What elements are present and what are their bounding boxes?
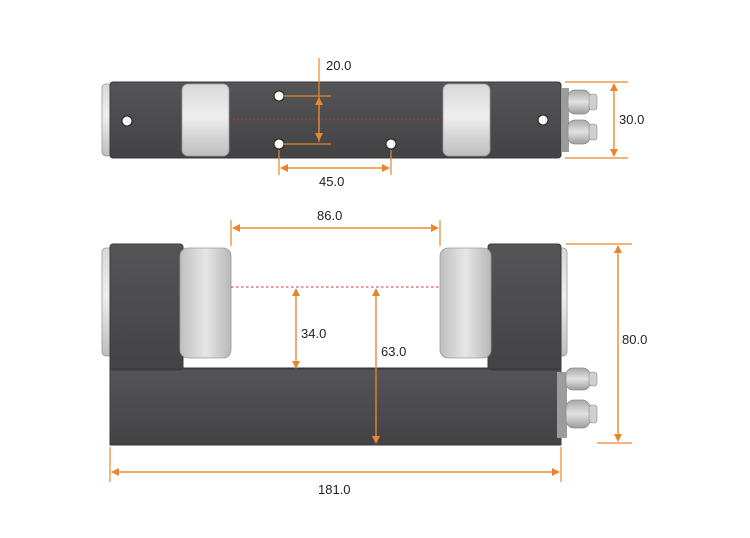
- top-mounting-hole: [121, 115, 133, 127]
- dim-front-overall-length: [109, 447, 562, 482]
- dim-front-overall-height: [566, 243, 632, 444]
- top-left-sensor-window: [181, 83, 230, 157]
- front-right-sensor-window: [439, 247, 492, 359]
- front-left-sensor-window: [179, 247, 232, 359]
- dim-label-top-vertical: 20.0: [326, 58, 351, 73]
- top-body: [109, 81, 562, 159]
- top-right-sensor-window: [442, 83, 491, 157]
- dim-label-front-gap: 86.0: [317, 208, 342, 223]
- dim-label-top-horizontal: 45.0: [319, 174, 344, 189]
- top-mounting-hole: [385, 138, 397, 150]
- dim-top-hole-spacing-horizontal: [278, 150, 392, 175]
- front-pneumatic-fittings: [557, 367, 598, 438]
- top-view: 20.0 30.0 45.0: [101, 58, 644, 189]
- top-mounting-hole: [273, 90, 285, 102]
- dim-label-front-63: 63.0: [381, 344, 406, 359]
- front-base-beam: [109, 367, 562, 446]
- top-mounting-hole: [537, 114, 549, 126]
- dim-label-front-34: 34.0: [301, 326, 326, 341]
- front-right-upright: [487, 243, 562, 371]
- front-left-upright: [109, 243, 184, 371]
- dim-label-front-overall-height: 80.0: [622, 332, 647, 347]
- dim-top-hole-spacing-vertical: [284, 58, 331, 145]
- dim-top-height: [565, 81, 628, 159]
- dim-front-gap-width: [230, 220, 441, 246]
- dim-label-top-height: 30.0: [619, 112, 644, 127]
- top-pneumatic-fittings: [561, 88, 598, 152]
- top-mounting-hole: [273, 138, 285, 150]
- dim-label-front-overall-length: 181.0: [318, 482, 351, 497]
- front-view: 86.0 34.0 63.0 80.0 181.0: [101, 208, 647, 497]
